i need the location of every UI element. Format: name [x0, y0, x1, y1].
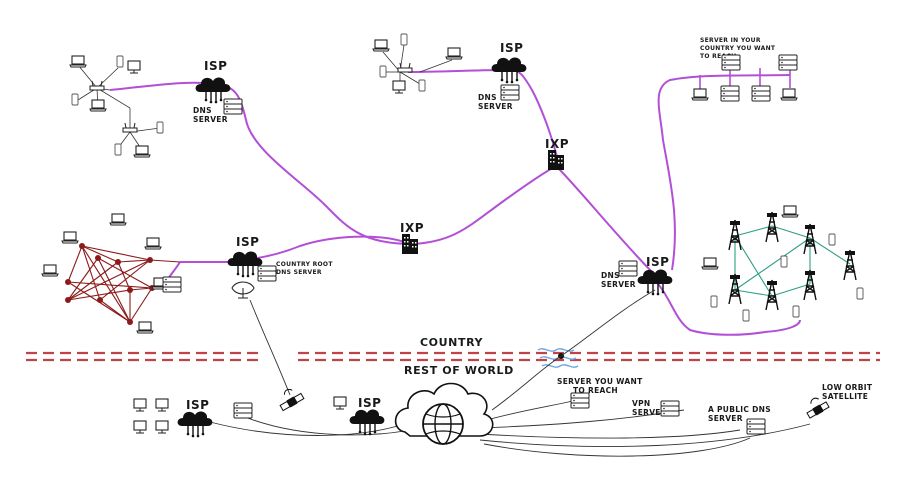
phone-icon	[856, 287, 864, 300]
ixp-label-upper: IXP	[545, 137, 569, 151]
dns-server-label: SERVER	[601, 280, 636, 289]
server-in-country-label: SERVER IN YOUR	[700, 37, 761, 44]
ixp-label-lower: IXP	[400, 221, 424, 235]
isp-cloud-icon	[226, 250, 264, 278]
country-root-dns-icon	[257, 265, 277, 282]
laptop-icon	[136, 321, 154, 334]
home-network-left	[77, 64, 161, 151]
server-farm-links	[699, 68, 791, 90]
laptop-icon	[89, 99, 107, 112]
dns-server-label: DNS	[193, 106, 212, 115]
laptop-icon	[780, 88, 798, 101]
phone-icon	[116, 55, 124, 68]
phone-icon	[379, 65, 387, 78]
server-icon	[751, 85, 771, 102]
server-icon	[720, 85, 740, 102]
isp-label-world-center: ISP	[358, 396, 381, 410]
laptop-icon	[781, 205, 799, 218]
monitor-icon	[155, 398, 169, 412]
laptop-icon	[691, 88, 709, 101]
vpn-server-label: VPN	[632, 399, 650, 408]
server-in-country-label: TO REACH	[700, 53, 736, 60]
server-icon	[570, 392, 590, 409]
monitor-icon	[333, 396, 347, 410]
dns-server-label: DNS	[601, 271, 620, 280]
dns-server-icon	[500, 84, 520, 101]
isp-cloud-icon	[348, 408, 386, 436]
phone-icon	[710, 295, 718, 308]
laptop-icon	[445, 47, 463, 60]
monitor-icon	[133, 398, 147, 412]
monitor-icon	[155, 420, 169, 434]
cell-tower-icon	[843, 249, 857, 281]
border-line	[26, 351, 880, 362]
server-icon	[721, 54, 741, 71]
phone-icon	[400, 33, 408, 46]
public-dns-icon	[746, 418, 766, 435]
low-orbit-label: SATELLITE	[822, 392, 868, 401]
ixp-building-icon	[402, 234, 418, 254]
vpn-server-label: SERVER	[632, 408, 667, 417]
monitor-icon	[127, 60, 141, 74]
phone-icon	[71, 93, 79, 106]
vpn-server-icon	[660, 400, 680, 417]
low-orbit-satellite-icon	[806, 397, 830, 419]
server-icon	[233, 402, 253, 419]
laptop-icon	[109, 213, 127, 226]
isp-label-world-left: ISP	[186, 398, 209, 412]
phone-icon	[780, 255, 788, 268]
isp-label-top-center: ISP	[500, 41, 523, 55]
rest-of-world-label: REST OF WORLD	[404, 364, 514, 377]
country-root-dns-label: DNS SERVER	[276, 269, 322, 276]
country-label: COUNTRY	[420, 336, 484, 349]
mesh-network	[67, 245, 181, 323]
laptop-icon	[144, 237, 162, 250]
dns-server-icon	[223, 98, 243, 115]
dns-server-icon	[618, 260, 638, 277]
monitor-icon	[133, 420, 147, 434]
server-you-want-label: TO REACH	[573, 386, 618, 395]
server-icon	[778, 54, 798, 71]
monitor-icon	[392, 80, 406, 94]
laptop-icon	[133, 145, 151, 158]
isp-label-mid-left: ISP	[236, 235, 259, 249]
laptop-icon	[701, 257, 719, 270]
dns-server-label: SERVER	[193, 115, 228, 124]
isp-label-top-left: ISP	[204, 59, 227, 73]
internet-cloud-icon	[394, 382, 494, 445]
ixp-building-icon	[548, 150, 564, 170]
phone-icon	[418, 79, 426, 92]
dns-server-label: SERVER	[478, 102, 513, 111]
phone-icon	[828, 233, 836, 246]
backbone-links	[109, 69, 801, 336]
isp-cloud-icon	[636, 268, 674, 296]
low-orbit-label: LOW ORBIT	[822, 383, 873, 392]
public-dns-label: A PUBLIC DNS	[708, 405, 771, 414]
satellite-icon	[279, 388, 305, 412]
phone-icon	[792, 305, 800, 318]
phone-icon	[114, 143, 122, 156]
laptop-icon	[69, 55, 87, 68]
laptop-icon	[372, 39, 390, 52]
server-you-want-label: SERVER YOU WANT	[557, 377, 643, 386]
isp-cloud-icon	[490, 56, 528, 85]
home-router-left	[89, 80, 105, 91]
laptop-icon	[41, 264, 59, 277]
isp-label-mid-right: ISP	[646, 255, 669, 269]
home-router-center	[397, 62, 413, 73]
laptop-icon	[61, 231, 79, 244]
dns-server-label: DNS	[478, 93, 497, 102]
server-in-country-label: COUNTRY YOU WANT	[700, 45, 776, 52]
phone-icon	[156, 121, 164, 134]
phone-icon	[742, 309, 750, 322]
country-root-dns-label: COUNTRY ROOT	[276, 261, 333, 268]
public-dns-label: SERVER	[708, 414, 743, 423]
server-icon	[162, 276, 182, 293]
satellite-dish-icon	[231, 281, 255, 299]
isp-cloud-icon	[176, 410, 214, 438]
